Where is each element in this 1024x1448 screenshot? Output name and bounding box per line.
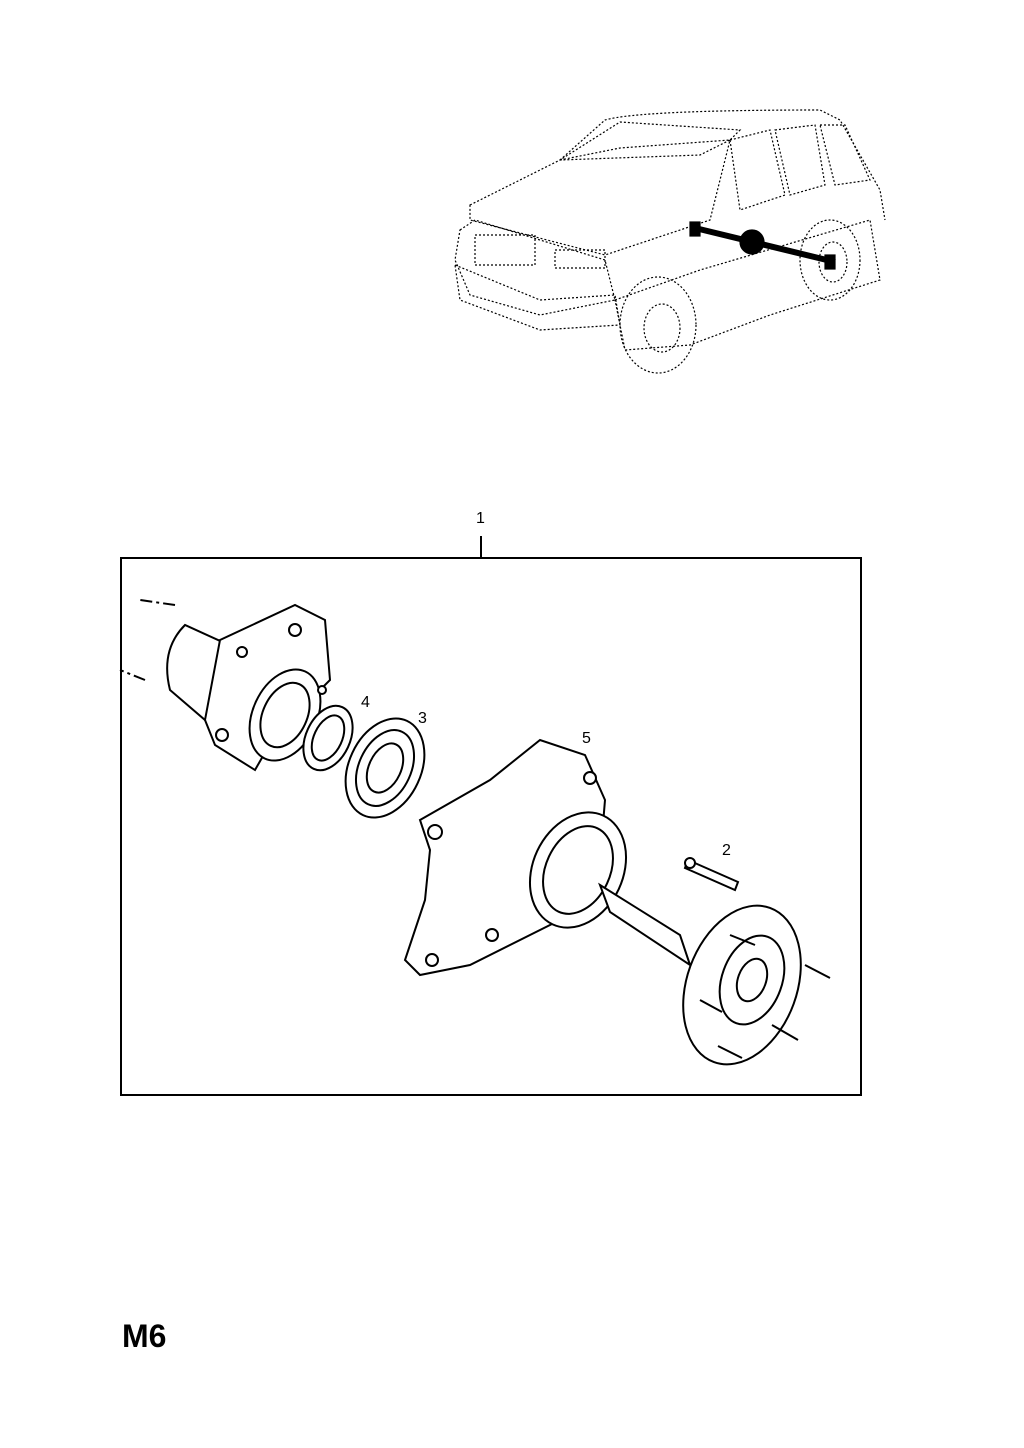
callout-5: 5 <box>582 730 591 747</box>
vehicle-headlight <box>554 249 606 269</box>
vehicle-roof-outline <box>559 109 886 221</box>
vehicle-bumper <box>454 264 621 331</box>
vehicle-locator-illustration <box>454 109 886 374</box>
highlighted-rear-axle <box>694 225 836 265</box>
wheel-stud-bolt <box>683 857 740 892</box>
oil-seal <box>302 704 354 772</box>
vehicle-front-wheel-hub <box>643 303 681 353</box>
callout-2: 2 <box>722 842 731 859</box>
vehicle-windshield <box>559 121 742 161</box>
wheel-bearing <box>344 717 426 819</box>
vehicle-front-wheel <box>619 276 697 374</box>
callout-1: 1 <box>476 510 485 527</box>
vehicle-side-windows <box>729 124 871 211</box>
callout-3: 3 <box>418 710 427 727</box>
page-code: M6 <box>122 1318 167 1354</box>
bearing-housing <box>403 738 628 977</box>
vehicle-rear-wheel-hub <box>818 241 848 283</box>
callout-4: 4 <box>361 694 370 711</box>
axle-shaft-and-hub <box>598 882 831 1066</box>
highlighted-differential <box>739 229 765 255</box>
vehicle-front-face <box>454 219 616 316</box>
vehicle-grille <box>474 234 536 266</box>
callout-1-leader-line <box>480 536 482 558</box>
axle-housing-end <box>119 599 332 772</box>
assembly-frame <box>120 557 862 1096</box>
highlighted-axle-end-left <box>689 221 701 237</box>
highlighted-axle-end-right <box>824 254 836 270</box>
vehicle-rear-wheel <box>799 219 861 301</box>
vehicle-body-side <box>614 219 881 351</box>
